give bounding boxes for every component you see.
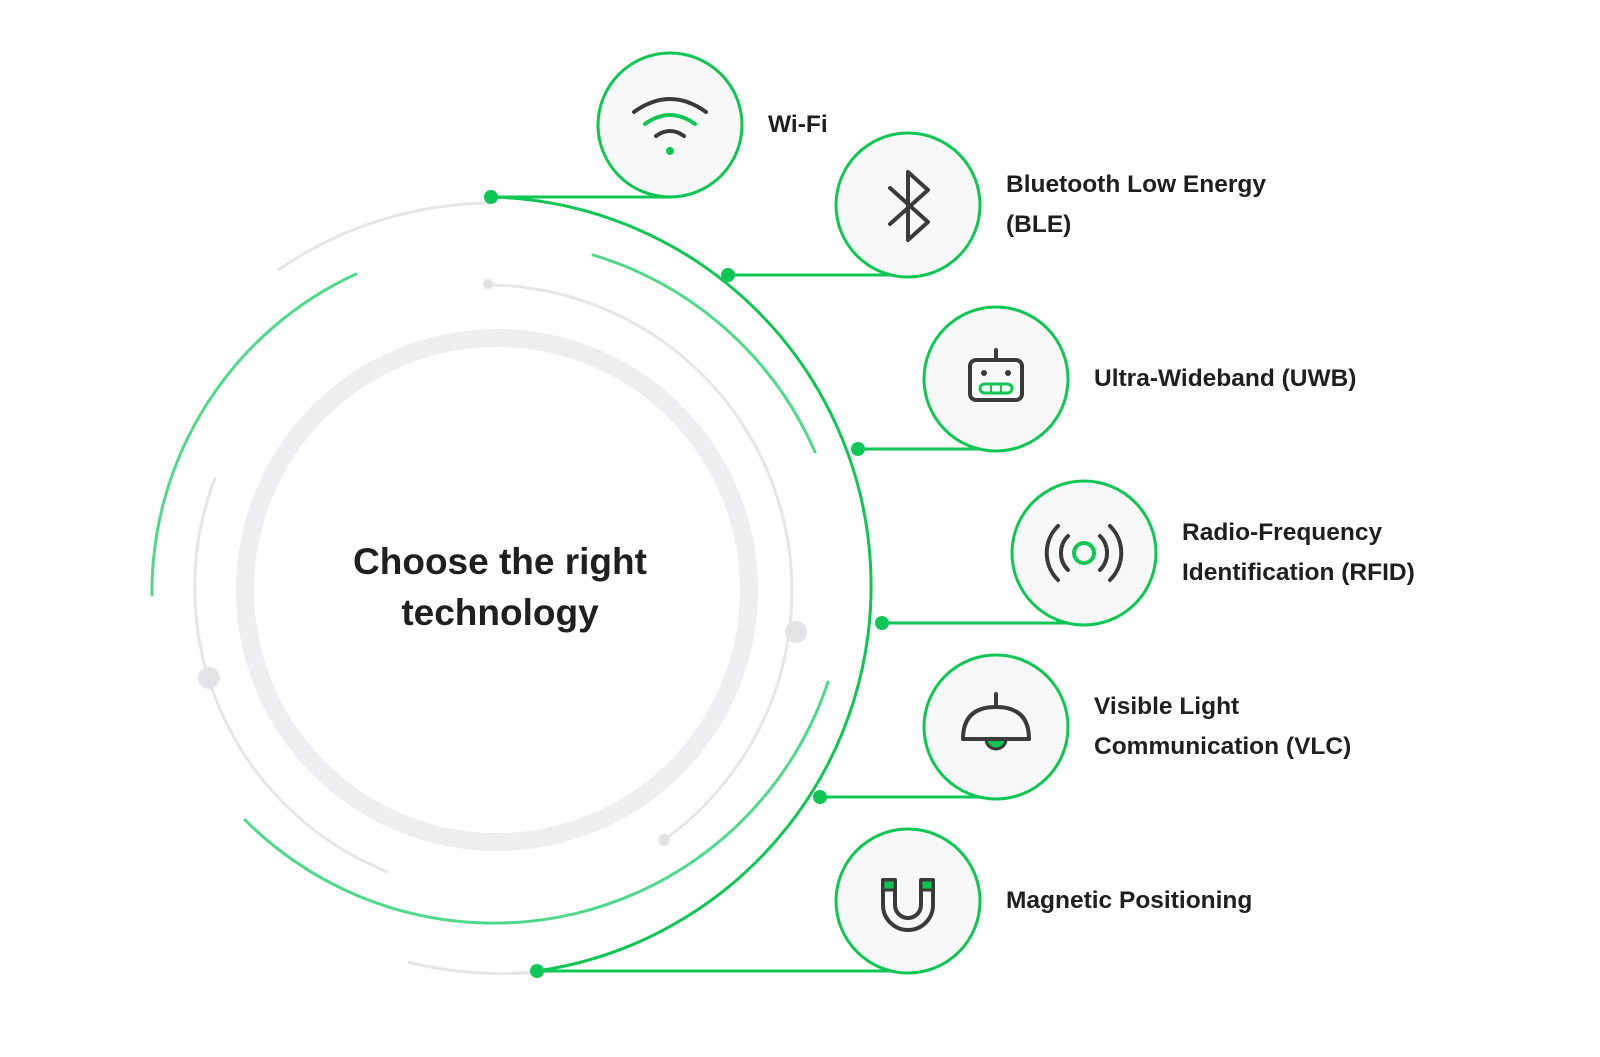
center-title: Choose the right technology	[300, 536, 700, 638]
orbit-dot	[785, 621, 807, 643]
tech-label-uwb[interactable]: Ultra-Wideband (UWB)	[1094, 359, 1356, 399]
tech-label-ble[interactable]: Bluetooth Low Energy (BLE)	[1006, 165, 1266, 245]
tech-circle-magnetic[interactable]	[834, 827, 982, 975]
gray-orbit-arc	[663, 632, 791, 842]
tech-label-text: Ultra-Wideband (UWB)	[1094, 365, 1357, 392]
orbit-dot	[483, 279, 493, 289]
connector-ble	[721, 268, 908, 282]
connector-magnetic	[530, 964, 908, 978]
orbit-dot	[658, 834, 670, 846]
connector-rfid	[875, 616, 1084, 630]
connector-uwb	[851, 442, 996, 456]
center-title-line1: Choose the right	[353, 541, 647, 582]
bluetooth-icon	[888, 170, 930, 242]
tech-label-magnetic[interactable]: Magnetic Positioning	[1006, 881, 1252, 921]
green-decor-arc	[243, 680, 830, 925]
center-title-line2: technology	[401, 592, 599, 633]
uwb-device-icon	[968, 348, 1024, 402]
gray-orbit-arc	[407, 960, 537, 976]
orbit-dot	[198, 667, 220, 689]
green-decor-arc	[150, 272, 358, 597]
wifi-icon	[632, 97, 708, 155]
green-decor-arc	[591, 253, 817, 454]
tech-label-text: Visible Light	[1094, 693, 1240, 720]
tech-circle-wifi[interactable]	[596, 51, 744, 199]
tech-label-wifi[interactable]: Wi-Fi	[768, 105, 828, 145]
gray-orbit-arc	[487, 283, 794, 634]
tech-label-text: (BLE)	[1006, 211, 1072, 238]
magnet-icon	[881, 878, 935, 932]
tech-label-vlc[interactable]: Visible Light Communication (VLC)	[1094, 687, 1351, 767]
tech-circle-rfid[interactable]	[1010, 479, 1158, 627]
rfid-signal-icon	[1044, 524, 1124, 582]
tech-label-rfid[interactable]: Radio-Frequency Identification (RFID)	[1182, 513, 1415, 593]
tech-label-text: Wi-Fi	[768, 111, 828, 138]
tech-label-text: Magnetic Positioning	[1006, 887, 1253, 914]
ceiling-lamp-icon	[961, 692, 1031, 751]
main-green-arc	[490, 195, 873, 973]
tech-label-text: Identification (RFID)	[1182, 559, 1415, 586]
connector-wifi	[484, 190, 670, 204]
connector-vlc	[813, 790, 996, 804]
gray-orbit-arc	[193, 477, 389, 874]
tech-circle-uwb[interactable]	[922, 305, 1070, 453]
tech-label-text: Communication (VLC)	[1094, 733, 1352, 760]
tech-label-text: Radio-Frequency	[1182, 519, 1383, 546]
inner-ring	[236, 329, 758, 851]
gray-orbit-arc	[277, 201, 491, 272]
tech-label-text: Bluetooth Low Energy	[1006, 171, 1266, 198]
